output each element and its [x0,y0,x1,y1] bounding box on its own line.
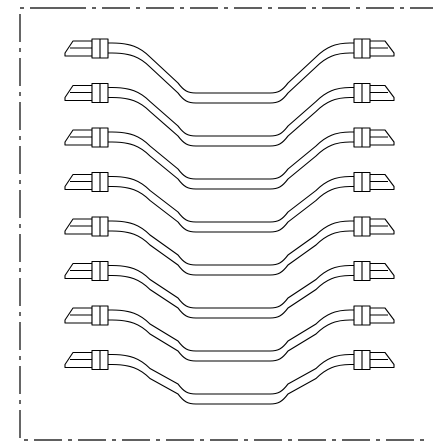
cable-8-wire-1 [108,353,354,395]
right-connector-2 [353,82,395,104]
left-connector-4 [64,171,109,193]
left-connector-7 [64,305,109,326]
left-connector-8 [64,349,109,371]
cable-group [64,38,395,405]
cable-2-wire-1 [108,86,354,137]
cable-7-wire-1 [108,309,354,352]
cable-5-wire-2 [108,230,354,276]
cable-1-wire-1 [108,42,354,94]
right-connector-3 [353,127,395,148]
cable-4-wire-1 [108,175,354,223]
cable-3-wire-1 [108,131,354,180]
dashed-frame [19,7,425,441]
left-connector-2 [64,82,109,104]
left-connector-1 [64,38,109,59]
right-connector-7 [353,305,395,326]
cable-5-wire-1 [108,220,354,266]
right-connector-6 [353,260,395,282]
right-connector-5 [353,216,395,237]
right-connector-8 [353,349,395,371]
cable-6-wire-2 [108,274,354,319]
cable-7-wire-2 [108,319,354,362]
cable-8-wire-2 [108,363,354,405]
left-connector-3 [64,127,109,148]
right-connector-1 [353,38,395,59]
cable-6-wire-1 [108,264,354,309]
left-connector-5 [64,216,109,237]
cable-3-wire-2 [108,141,354,190]
cable-2-wire-2 [108,96,354,147]
left-connector-6 [64,260,109,282]
cable-1-wire-2 [108,52,354,104]
cable-4-wire-2 [108,185,354,233]
right-connector-4 [353,171,395,193]
